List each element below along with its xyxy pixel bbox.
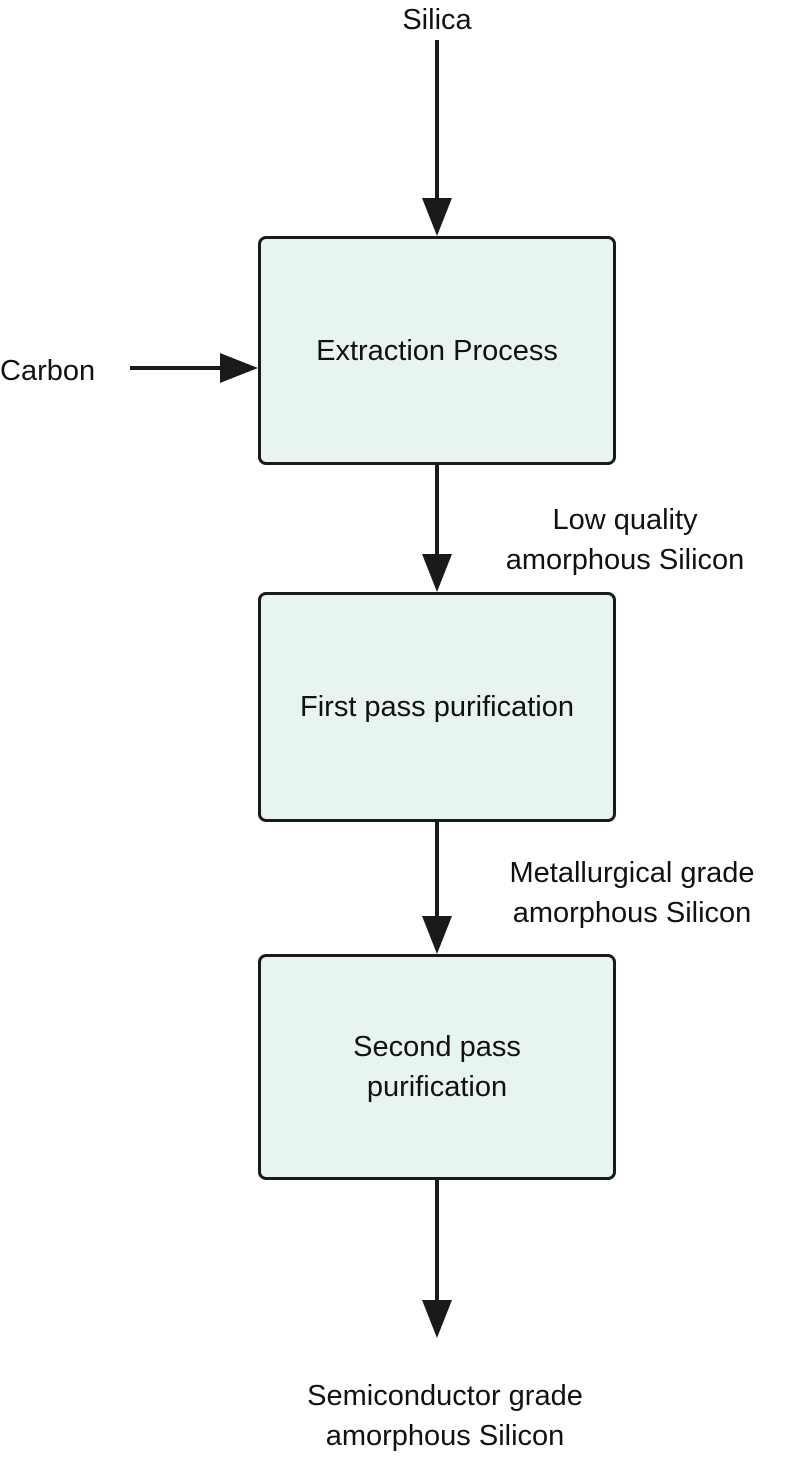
arrowhead-second-pass (422, 916, 452, 954)
arrowhead-output (422, 1300, 452, 1338)
output-label: Semiconductor grade amorphous Silicon (270, 1376, 620, 1456)
output-label-line1: Semiconductor grade (307, 1380, 583, 1412)
first-pass-purification-label: First pass purification (300, 691, 574, 723)
second-pass-purification-box: Second pass purification (258, 954, 616, 1180)
second-pass-label-line1: Second pass (353, 1031, 521, 1063)
edge-label-metallurgical-line2: amorphous Silicon (512, 897, 752, 929)
edge-label-low-quality: Low quality amorphous Silicon (470, 500, 780, 580)
edge-label-metallurgical: Metallurgical grade amorphous Silicon (482, 853, 782, 933)
output-label-line2: amorphous Silicon (325, 1420, 565, 1452)
edge-label-low-quality-line1: Low quality (552, 504, 698, 536)
edge-label-metallurgical-line1: Metallurgical grade (509, 857, 755, 889)
arrowhead-carbon (220, 353, 258, 383)
arrowhead-first-pass (422, 554, 452, 592)
input-silica-label: Silica (402, 4, 472, 36)
extraction-process-box: Extraction Process (258, 236, 616, 465)
second-pass-label-line2: purification (366, 1071, 508, 1103)
first-pass-purification-box: First pass purification (258, 592, 616, 822)
edge-label-low-quality-line2: amorphous Silicon (505, 544, 745, 576)
extraction-process-label: Extraction Process (316, 334, 558, 367)
arrowhead-silica (422, 198, 452, 236)
input-carbon-label: Carbon (0, 355, 96, 387)
